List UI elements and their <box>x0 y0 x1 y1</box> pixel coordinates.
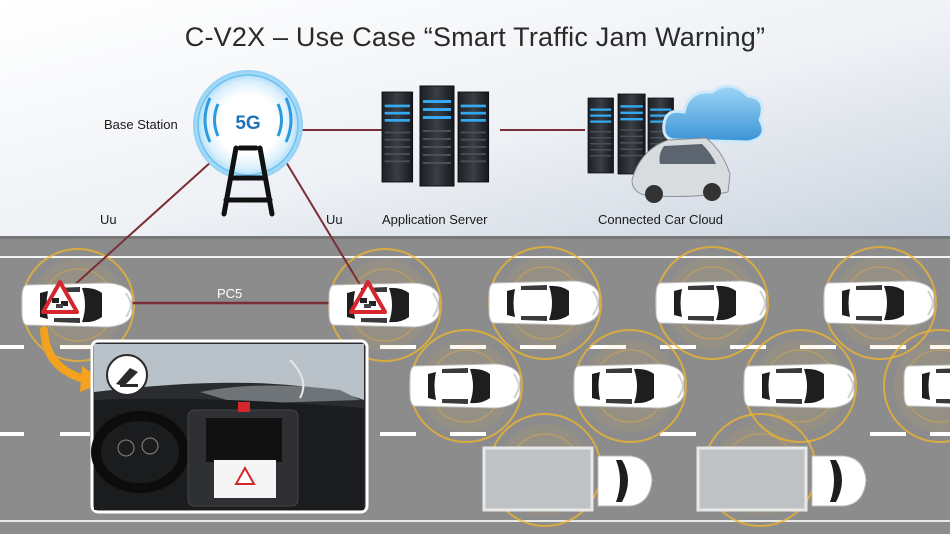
connected-car-icon <box>631 137 731 203</box>
5g-tower-icon <box>193 70 303 217</box>
cloud-icon <box>587 84 765 175</box>
truck-icon <box>482 446 867 512</box>
page-title: C-V2X – Use Case “Smart Traffic Jam Warn… <box>184 22 766 52</box>
application-server-label: Application Server <box>382 212 488 227</box>
dashboard-inset <box>90 339 369 514</box>
server-rack-icon <box>381 85 490 187</box>
base-station-label: Base Station <box>104 117 178 132</box>
uu-link-label-left: Uu <box>100 212 117 227</box>
connected-car-cloud-label: Connected Car Cloud <box>598 212 724 227</box>
uu-link-label-right: Uu <box>326 212 343 227</box>
pc5-link-label: PC5 <box>217 286 243 301</box>
5g-badge: 5G <box>235 113 261 134</box>
